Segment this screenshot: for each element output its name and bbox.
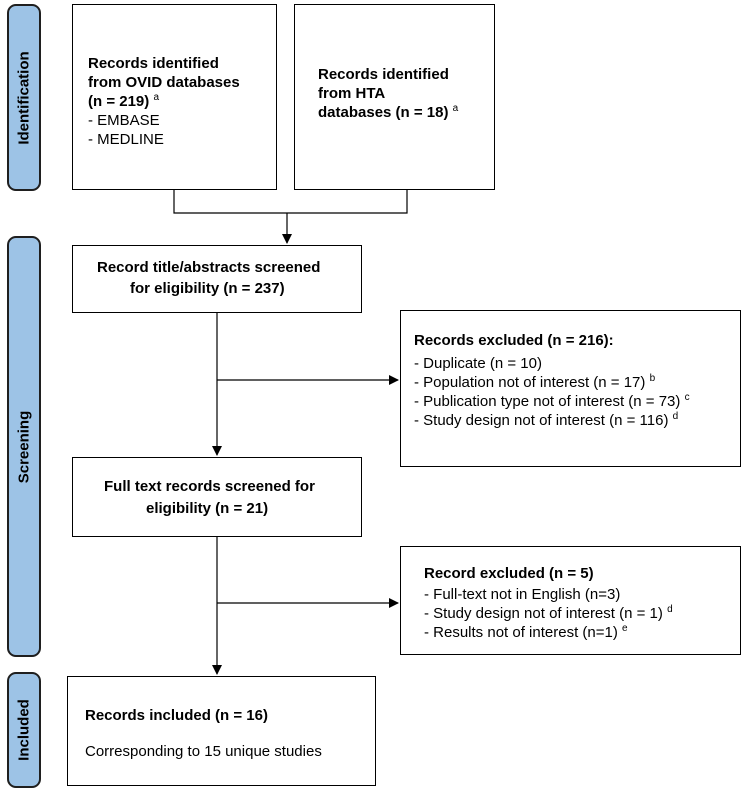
title-abstract-screening-box: Record title/abstracts screened for elig… (72, 245, 362, 313)
ovid-line2: from OVID databases (88, 74, 240, 91)
record-excluded-box: Record excluded (n = 5) - Full-text not … (400, 546, 741, 655)
excluded2-title: Record excluded (n = 5) (424, 565, 594, 582)
title-screen-line2: for eligibility (n = 237) (130, 280, 285, 297)
excluded2-item: - Study design not of interest (n = 1) d (424, 604, 673, 623)
hta-records-box: Records identified from HTA databases (n… (294, 4, 495, 190)
excluded2-item: - Results not of interest (n=1) e (424, 623, 628, 642)
phase-screening: Screening (7, 236, 41, 657)
ovid-records-box: Records identified from OVID databases (… (72, 4, 277, 190)
ovid-line1: Records identified (88, 55, 219, 72)
hta-line3: databases (n = 18) a (318, 103, 459, 122)
merge-bracket (173, 189, 408, 214)
hta-footnote: a (452, 103, 459, 114)
excluded2-item: - Full-text not in English (n=3) (424, 586, 621, 603)
included-title: Records included (n = 16) (85, 707, 268, 724)
ovid-footnote: a (153, 92, 160, 103)
excluded1-item: - Duplicate (n = 10) (414, 355, 542, 372)
excluded1-item: - Study design not of interest (n = 116)… (414, 411, 679, 430)
hta-line1: Records identified (318, 66, 449, 83)
phase-identification: Identification (7, 4, 41, 191)
ovid-medline: - MEDLINE (88, 131, 164, 148)
ovid-line3: (n = 219) a (88, 92, 160, 111)
fulltext-screening-box: Full text records screened for eligibili… (72, 457, 362, 537)
fulltext-line1: Full text records screened for (104, 478, 315, 495)
excluded1-item: - Population not of interest (n = 17) b (414, 373, 656, 392)
fulltext-line2: eligibility (n = 21) (146, 500, 269, 517)
title-screen-line1: Record title/abstracts screened (97, 259, 321, 276)
ovid-embase: - EMBASE (88, 112, 160, 129)
included-subtitle: Corresponding to 15 unique studies (85, 743, 322, 760)
records-included-box: Records included (n = 16) Corresponding … (67, 676, 376, 786)
records-excluded-box: Records excluded (n = 216): - Duplicate … (400, 310, 741, 467)
phase-included: Included (7, 672, 41, 788)
excluded1-item: - Publication type not of interest (n = … (414, 392, 690, 411)
excluded1-title: Records excluded (n = 216): (414, 332, 614, 349)
hta-line2: from HTA (318, 85, 386, 102)
